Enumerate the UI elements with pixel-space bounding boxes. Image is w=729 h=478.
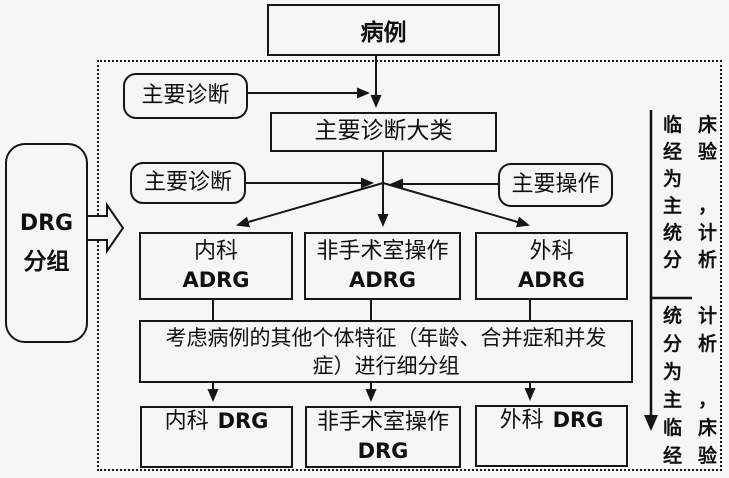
annotation-row: 分析	[663, 333, 717, 355]
node-drg-grouping-en: DRG	[19, 210, 74, 236]
annotation-row: 分析	[663, 249, 717, 271]
node-surgical-drg: 外科 DRG	[475, 405, 628, 467]
node-subdivision-criteria: 考虑病例的其他个体特征（年龄、合并症和并发症）进行细分组	[139, 320, 633, 383]
node-internal-medicine-adrg-en: ADRG	[182, 267, 250, 292]
annotation-row: 为	[663, 168, 683, 190]
node-surgical-adrg-en: ADRG	[517, 267, 586, 292]
node-primary-diagnosis-top-label: 主要诊断	[141, 82, 230, 108]
annotation-row: 临床	[663, 417, 717, 439]
dotted-process-boundary	[97, 60, 722, 471]
flow-arrow-icon	[83, 201, 125, 255]
annotation-row: 主，	[663, 389, 717, 411]
node-case-label: 病例	[360, 20, 407, 46]
annotation-row: 经验	[663, 141, 717, 163]
node-major-diagnostic-category: 主要诊断大类	[270, 112, 497, 152]
node-internal-medicine-adrg: 内科 ADRG	[139, 232, 293, 300]
annotation-row: 统计	[663, 305, 717, 327]
node-surgical-adrg: 外科 ADRG	[475, 232, 628, 300]
node-internal-medicine-drg-cn: 内科	[164, 409, 209, 434]
node-non-or-procedure-drg-cn: 非手术室操作	[316, 410, 449, 436]
node-case: 病例	[267, 4, 500, 56]
node-internal-medicine-drg-en: DRG	[217, 409, 269, 433]
annotation-row: 为	[663, 361, 683, 383]
node-primary-operation-label: 主要操作	[511, 171, 600, 197]
node-primary-operation: 主要操作	[498, 163, 613, 207]
node-non-or-procedure-adrg-en: ADRG	[348, 267, 417, 292]
node-surgical-drg-cn: 外科	[499, 408, 544, 433]
node-non-or-procedure-adrg: 非手术室操作 ADRG	[304, 232, 461, 300]
node-primary-diagnosis-mid: 主要诊断	[130, 162, 246, 204]
annotation-row: 主，	[663, 195, 717, 217]
node-non-or-procedure-drg-en: DRG	[357, 438, 409, 463]
node-drg-grouping-cn: 分组	[23, 249, 70, 276]
node-surgical-adrg-cn: 外科	[529, 239, 574, 265]
annotation-statistical-analysis-first: 统计 分析 为 主， 临床 经验	[663, 302, 717, 470]
node-non-or-procedure-drg: 非手术室操作 DRG	[305, 406, 461, 468]
node-surgical-drg-en: DRG	[552, 408, 604, 432]
node-non-or-procedure-adrg-cn: 非手术室操作	[316, 239, 449, 265]
node-internal-medicine-adrg-cn: 内科	[193, 239, 238, 265]
annotation-row: 临床	[663, 114, 717, 136]
node-primary-diagnosis-top: 主要诊断	[123, 73, 248, 119]
node-subdivision-label: 考虑病例的其他个体特征（年龄、合并症和并发症）进行细分组	[165, 325, 607, 378]
node-internal-medicine-drg: 内科 DRG	[140, 406, 293, 468]
method-axis-arrow	[644, 110, 692, 431]
node-primary-diagnosis-mid-label: 主要诊断	[143, 169, 232, 195]
node-drg-grouping: DRG 分组	[5, 143, 88, 343]
node-mdc-label: 主要诊断大类	[314, 118, 453, 145]
annotation-row: 经验	[663, 445, 717, 467]
annotation-row: 统计	[663, 222, 717, 244]
annotation-clinical-experience-first: 临床 经验 为 主， 统计 分析	[663, 112, 717, 274]
